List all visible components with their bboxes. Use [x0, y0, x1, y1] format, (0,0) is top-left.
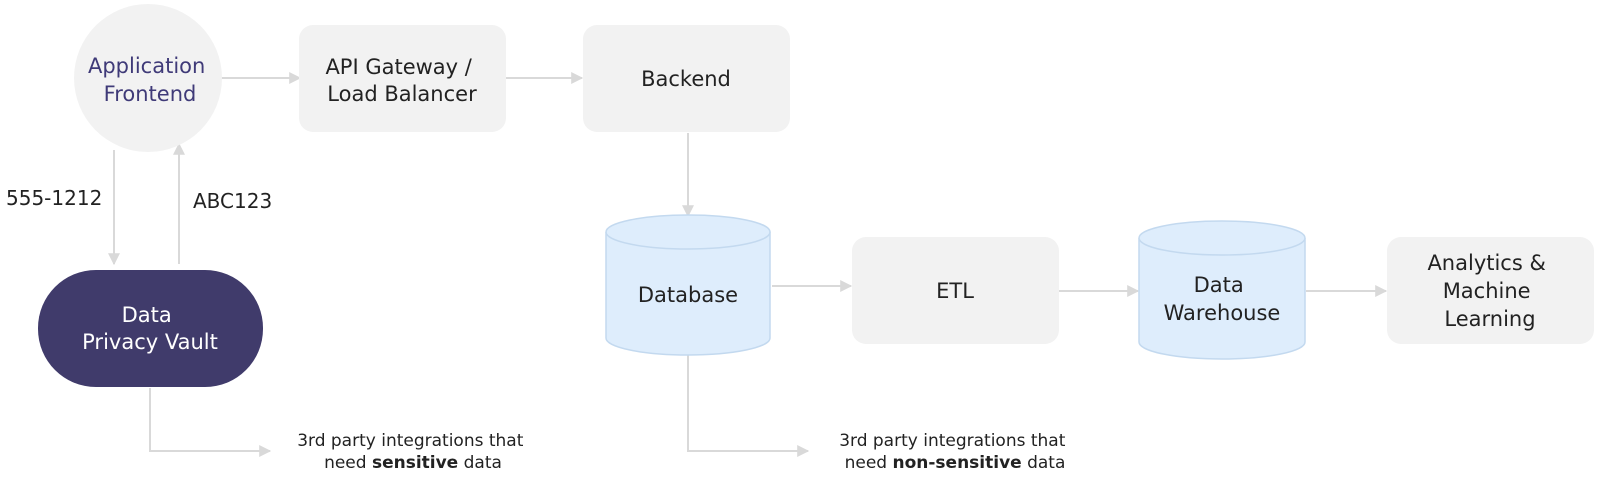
data-privacy-vault-label: Data Privacy Vault [82, 303, 218, 354]
note-nonsensitive-integrations: 3rd party integrations that need non-sen… [839, 431, 1071, 473]
node-backend[interactable]: Backend [583, 25, 790, 132]
node-analytics-machine-learning[interactable]: Analytics & Machine Learning [1387, 237, 1594, 344]
database-label: Database [638, 283, 738, 307]
node-data-privacy-vault[interactable]: Data Privacy Vault [38, 270, 263, 387]
api-gateway-label: API Gateway / Load Balancer [325, 55, 478, 106]
node-data-warehouse[interactable]: Data Warehouse [1138, 220, 1306, 360]
backend-box [583, 25, 790, 132]
analytics-label: Analytics & Machine Learning [1427, 251, 1552, 331]
data-privacy-vault-pill [38, 270, 263, 387]
api-gateway-box [299, 25, 506, 132]
etl-label: ETL [936, 279, 974, 303]
etl-box [852, 237, 1059, 344]
edge-label-phone-number: 555-1212 [6, 186, 102, 210]
data-warehouse-cylinder-body [1138, 238, 1306, 360]
database-cylinder-body [605, 232, 771, 356]
node-application-frontend[interactable]: Application Frontend [74, 4, 222, 152]
edge-vault-to-sensitive-integrations [149, 388, 272, 457]
node-database[interactable]: Database [605, 214, 771, 356]
backend-label: Backend [641, 67, 731, 91]
database-cylinder-top [605, 214, 771, 250]
application-frontend-label: Application Frontend [88, 54, 212, 106]
node-api-gateway[interactable]: API Gateway / Load Balancer [299, 25, 506, 132]
application-frontend-circle [74, 4, 222, 152]
analytics-box [1387, 237, 1594, 344]
edges [108, 72, 1388, 457]
data-warehouse-cylinder-top [1138, 220, 1306, 256]
edge-database-to-nonsensitive-integrations [687, 355, 810, 457]
data-warehouse-label: Data Warehouse [1164, 273, 1281, 325]
note-sensitive-integrations: 3rd party integrations that need sensiti… [297, 431, 529, 473]
node-etl[interactable]: ETL [852, 237, 1059, 344]
edge-label-token: ABC123 [193, 189, 272, 213]
